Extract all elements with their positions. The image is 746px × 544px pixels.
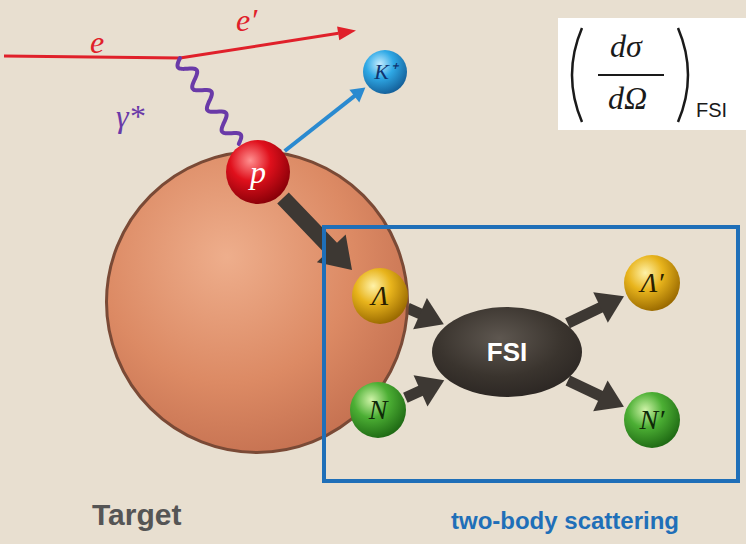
photon-wave <box>178 58 242 144</box>
arrow-shaft <box>568 381 602 397</box>
formula-box: dσ dΩ FSI <box>558 18 746 130</box>
formula-denominator: dΩ <box>608 82 647 114</box>
scattered-electron-label: e′ <box>236 4 257 36</box>
fraction-bar <box>598 74 664 76</box>
fsi-ellipse: FSI <box>432 307 582 397</box>
scattering-box: two-body scatteringΛNFSIΛ′N′ <box>322 225 740 483</box>
arrow-shaft <box>285 95 356 151</box>
arrowhead <box>349 87 365 102</box>
arrow-connector <box>568 292 624 323</box>
particle-label: Λ′ <box>640 269 663 297</box>
arrowhead <box>413 298 444 329</box>
arrowhead <box>593 292 624 323</box>
arrow-shaft <box>407 308 421 314</box>
proton-ball: p <box>226 140 290 204</box>
arrow-connector <box>285 87 366 151</box>
nucleon-prime-ball: N′ <box>624 392 680 448</box>
particle-label: FSI <box>487 339 527 365</box>
ball-fill <box>363 50 407 94</box>
kaon-ball: K⁺ <box>363 50 407 94</box>
ball-fill <box>352 268 408 324</box>
particle-label: N′ <box>640 406 665 434</box>
arrowhead <box>593 380 624 411</box>
ball-fill <box>624 392 680 448</box>
ball-fill <box>432 307 582 397</box>
arrow-shaft <box>568 307 603 324</box>
electron-arrowhead <box>337 26 356 40</box>
formula-subscript: FSI <box>696 100 727 120</box>
parenthesis <box>678 28 688 122</box>
formula-ground <box>558 18 746 130</box>
box-border <box>324 227 738 481</box>
target-label: Target <box>92 500 181 530</box>
nucleon-ball: N <box>350 382 406 438</box>
ball-fill <box>350 382 406 438</box>
formula-numerator: dσ <box>610 30 642 62</box>
particle-label: p <box>250 156 266 188</box>
arrowhead <box>414 375 445 406</box>
arrow-connector <box>405 375 444 406</box>
ball-fill <box>624 255 680 311</box>
parenthesis <box>572 28 582 122</box>
lambda-ball: Λ <box>352 268 408 324</box>
particle-label: K⁺ <box>374 61 396 83</box>
arrow-connector <box>407 298 443 329</box>
arrow-shaft <box>405 390 422 398</box>
lambda-prime-ball: Λ′ <box>624 255 680 311</box>
box-label: two-body scattering <box>405 509 725 533</box>
ball-fill <box>226 140 290 204</box>
particle-label: N <box>369 396 388 424</box>
arrow-connector <box>568 380 624 411</box>
electron-label: e <box>90 26 104 58</box>
knockout-arrow <box>277 192 352 270</box>
photon-label: γ* <box>116 100 145 132</box>
electron-line <box>180 33 339 58</box>
particle-label: Λ <box>372 282 389 310</box>
